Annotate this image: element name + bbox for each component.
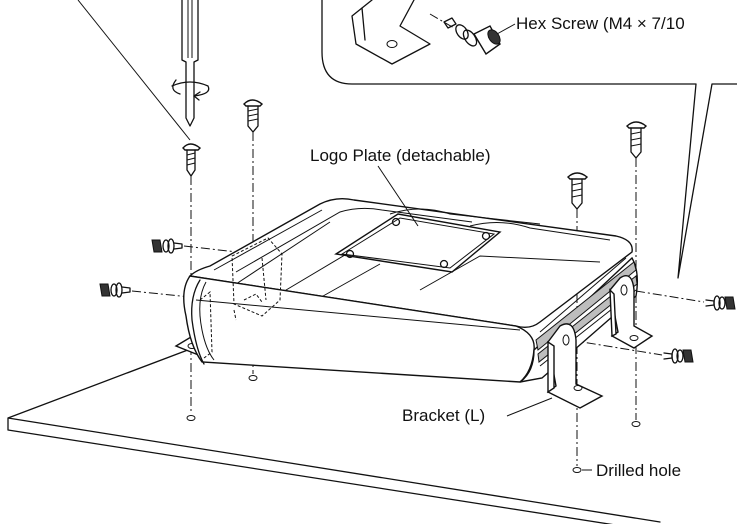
- detail-callout: Hex Screw (M4 × 7/10: [321, 0, 737, 279]
- bracket-rear-right: [609, 275, 654, 349]
- hex-screw-left-2: [99, 282, 131, 298]
- hex-screw-label: Hex Screw (M4 × 7/10: [516, 14, 685, 33]
- hex-screw-right-1: [705, 295, 736, 311]
- self-tap-screw-right-1: [566, 172, 589, 210]
- bracket-label: Bracket (L): [402, 406, 485, 425]
- self-tap-screw-left-2: [243, 99, 264, 133]
- hex-screw-left-1: [151, 238, 183, 254]
- hex-screw-right-2: [663, 348, 694, 364]
- hex-screw-icon: [443, 17, 501, 56]
- rotation-arrow-icon: [171, 79, 210, 101]
- logo-plate-label: Logo Plate (detachable): [310, 146, 491, 165]
- bracket-l: [546, 323, 604, 409]
- self-tap-screw-left: [182, 143, 202, 177]
- logo-plate: [334, 213, 502, 273]
- bracket-detail-icon: [351, 0, 431, 65]
- screwdriver-icon: [181, 0, 199, 127]
- drilled-hole-label: Drilled hole: [596, 461, 681, 480]
- bracket-hidden-left: [199, 237, 283, 359]
- self-tap-screw-right-2: [625, 121, 648, 159]
